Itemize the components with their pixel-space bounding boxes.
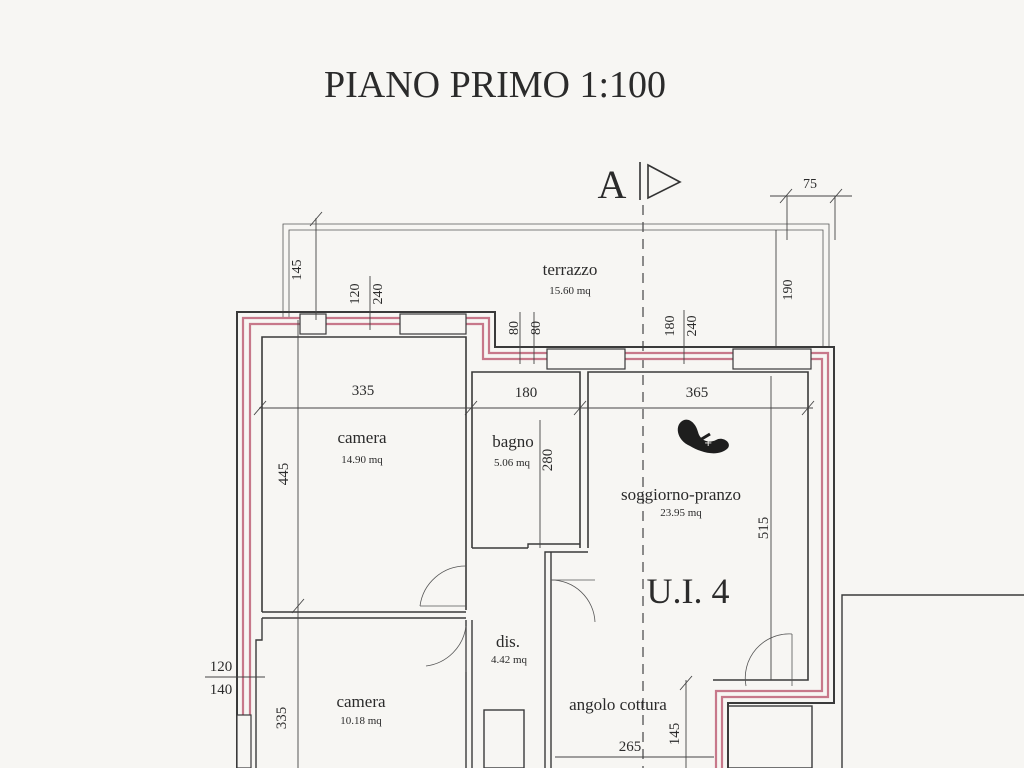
room-area-camera-1: 14.90 mq	[341, 454, 383, 466]
room-name-camera-2: camera	[336, 692, 386, 711]
room-name-soggiorno: soggiorno-pranzo	[621, 485, 741, 504]
room-area-bagno: 5.06 mq	[494, 457, 531, 469]
room-name-bagno: bagno	[492, 432, 534, 451]
dimension-labels: 145 190 120 240 80 80 180 240 335 180 36…	[210, 260, 796, 756]
dimension-75: 75	[770, 177, 852, 240]
building-outline-accent	[241, 316, 830, 768]
building-outline-accent-inner	[248, 322, 824, 768]
svg-text:+: +	[704, 438, 712, 449]
dim-label-80-a: 80	[507, 321, 522, 335]
room-area-soggiorno: 23.95 mq	[660, 507, 702, 519]
unit-label: U.I. 4	[647, 571, 730, 611]
dim-label-515: 515	[756, 517, 772, 540]
room-name-dis: dis.	[496, 632, 520, 651]
dim-label-145-terrace: 145	[290, 260, 305, 281]
outer-walls	[236, 311, 835, 768]
dim-label-120-top: 120	[348, 284, 363, 305]
dimension-75-label: 75	[803, 177, 817, 192]
room-name-terrazzo: terrazzo	[543, 260, 598, 279]
dim-label-280: 280	[540, 449, 556, 472]
dim-label-265: 265	[619, 739, 642, 755]
dim-label-140-left: 140	[210, 682, 233, 698]
handwritten-mark-icon: +	[677, 419, 729, 454]
room-area-terrazzo: 15.60 mq	[549, 285, 591, 297]
dim-label-120-left: 120	[210, 659, 233, 675]
dimension-lines	[205, 211, 815, 768]
terrace-outline	[282, 223, 830, 348]
dim-label-80-b: 80	[529, 321, 544, 335]
dim-label-240-top: 240	[371, 284, 386, 305]
dim-label-180: 180	[515, 385, 538, 401]
dim-label-145-kitchen: 145	[667, 723, 683, 746]
dim-label-335: 335	[352, 383, 375, 399]
door-swings	[419, 565, 793, 687]
dim-label-190: 190	[781, 280, 796, 301]
plan-title: PIANO PRIMO 1:100	[324, 64, 666, 106]
dim-label-365: 365	[686, 385, 709, 401]
room-area-dis: 4.42 mq	[491, 654, 528, 666]
room-area-camera-2: 10.18 mq	[340, 715, 382, 727]
section-marker-label: A	[598, 162, 627, 207]
adjacent-building	[841, 594, 1024, 768]
room-labels: terrazzo 15.60 mq camera 14.90 mq bagno …	[336, 260, 741, 727]
dim-label-180-top: 180	[663, 316, 678, 337]
dim-label-445: 445	[276, 463, 292, 486]
section-marker-arrow-icon	[647, 163, 682, 200]
room-name-angolo-cottura: angolo cottura	[569, 695, 667, 714]
room-name-camera-1: camera	[337, 428, 387, 447]
dim-label-335-left: 335	[274, 707, 290, 730]
dim-label-240-top-2: 240	[685, 316, 700, 337]
